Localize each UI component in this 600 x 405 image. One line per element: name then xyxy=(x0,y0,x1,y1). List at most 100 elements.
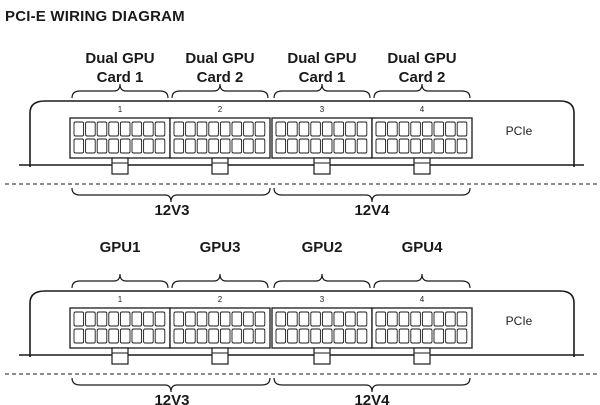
connector-pin xyxy=(398,328,410,344)
connector-pin xyxy=(185,311,196,327)
connector-pin xyxy=(185,138,196,154)
connector-pin xyxy=(298,311,310,327)
connector-pin xyxy=(143,328,154,344)
connector-pin xyxy=(131,328,143,344)
connector-pin xyxy=(173,121,185,137)
pcie-side-label: PCIe xyxy=(506,124,533,138)
connector-pin xyxy=(410,311,421,327)
rail-brace xyxy=(71,377,271,393)
rail-label: 12V3 xyxy=(154,202,189,219)
connector-number: 1 xyxy=(118,105,123,114)
connector-pin xyxy=(333,121,345,137)
connector-pin xyxy=(275,311,287,327)
connector-pin xyxy=(196,138,208,154)
connector-pin xyxy=(96,121,108,137)
connector-pin xyxy=(421,138,433,154)
connector-pin xyxy=(375,121,387,137)
connector-pin xyxy=(356,138,368,154)
rail-label: 12V3 xyxy=(154,392,189,405)
connector-pin xyxy=(387,121,398,137)
label-brace xyxy=(373,273,471,289)
connector-pin xyxy=(143,311,154,327)
connector-pin xyxy=(375,138,387,154)
group-label: GPU4 xyxy=(402,239,444,256)
connector-pin xyxy=(345,311,356,327)
group-label-line1: Dual GPU xyxy=(185,50,254,67)
connector-pin xyxy=(375,328,387,344)
connector-pin xyxy=(154,138,166,154)
connector-pin xyxy=(287,311,298,327)
connector-pin xyxy=(433,138,445,154)
connector-pin xyxy=(254,121,266,137)
connector-pin xyxy=(154,328,166,344)
connector-pin xyxy=(219,121,231,137)
connector-pin xyxy=(275,121,287,137)
connector-pin xyxy=(73,311,85,327)
connector-pin xyxy=(96,311,108,327)
connector-pin xyxy=(231,121,243,137)
group-label: GPU2 xyxy=(302,239,343,256)
connector-pin xyxy=(456,311,468,327)
connector-pin xyxy=(219,138,231,154)
connector-pin xyxy=(298,328,310,344)
connector-pin xyxy=(219,311,231,327)
connector-number: 3 xyxy=(320,295,325,304)
label-brace xyxy=(171,83,269,99)
connector-pin xyxy=(85,311,96,327)
connector-pin xyxy=(433,328,445,344)
connector-pin xyxy=(231,138,243,154)
group-label-line2: Card 2 xyxy=(399,69,446,86)
connector-pin xyxy=(119,328,131,344)
connector-pin xyxy=(356,311,368,327)
connector-pin xyxy=(345,328,356,344)
connector-pin xyxy=(398,138,410,154)
group-label-line2: Card 2 xyxy=(197,69,244,86)
group-label-line2: Card 1 xyxy=(97,69,144,86)
connector-pin xyxy=(85,138,96,154)
connector-pin xyxy=(287,138,298,154)
connector-pin xyxy=(173,328,185,344)
connector-pin xyxy=(143,138,154,154)
psu-housing xyxy=(29,100,575,167)
connector-pin xyxy=(298,121,310,137)
connector-pin xyxy=(275,138,287,154)
connector-pin xyxy=(243,138,254,154)
rail-label: 12V4 xyxy=(354,392,390,405)
connector-pin xyxy=(375,311,387,327)
connector-pin xyxy=(421,311,433,327)
label-brace xyxy=(273,83,371,99)
connector-pin xyxy=(131,311,143,327)
connector-pin xyxy=(254,328,266,344)
connector-pin xyxy=(154,121,166,137)
connector-pin xyxy=(196,328,208,344)
connector-pin xyxy=(356,328,368,344)
connector-pin xyxy=(345,121,356,137)
group-label-line1: Dual GPU xyxy=(387,50,456,67)
connector-pin xyxy=(119,121,131,137)
connector-pin xyxy=(333,311,345,327)
connector-number: 4 xyxy=(420,295,425,304)
connector-latch xyxy=(413,157,431,175)
connector-pin xyxy=(445,328,456,344)
connector-pin xyxy=(96,138,108,154)
rail-brace xyxy=(273,187,471,203)
connector-pin xyxy=(73,121,85,137)
connector-pin xyxy=(154,311,166,327)
connector-pin xyxy=(254,138,266,154)
connector-pin xyxy=(119,311,131,327)
label-brace xyxy=(71,83,169,99)
connector-pin xyxy=(231,328,243,344)
connector-pin xyxy=(73,138,85,154)
connector-pin xyxy=(96,328,108,344)
connector-pin xyxy=(208,121,219,137)
connector-pin xyxy=(410,138,421,154)
rail-brace xyxy=(71,187,271,203)
connector-pin xyxy=(387,311,398,327)
connector-pin xyxy=(398,311,410,327)
connector-pin xyxy=(143,121,154,137)
connector-pin xyxy=(243,311,254,327)
label-brace xyxy=(373,83,471,99)
